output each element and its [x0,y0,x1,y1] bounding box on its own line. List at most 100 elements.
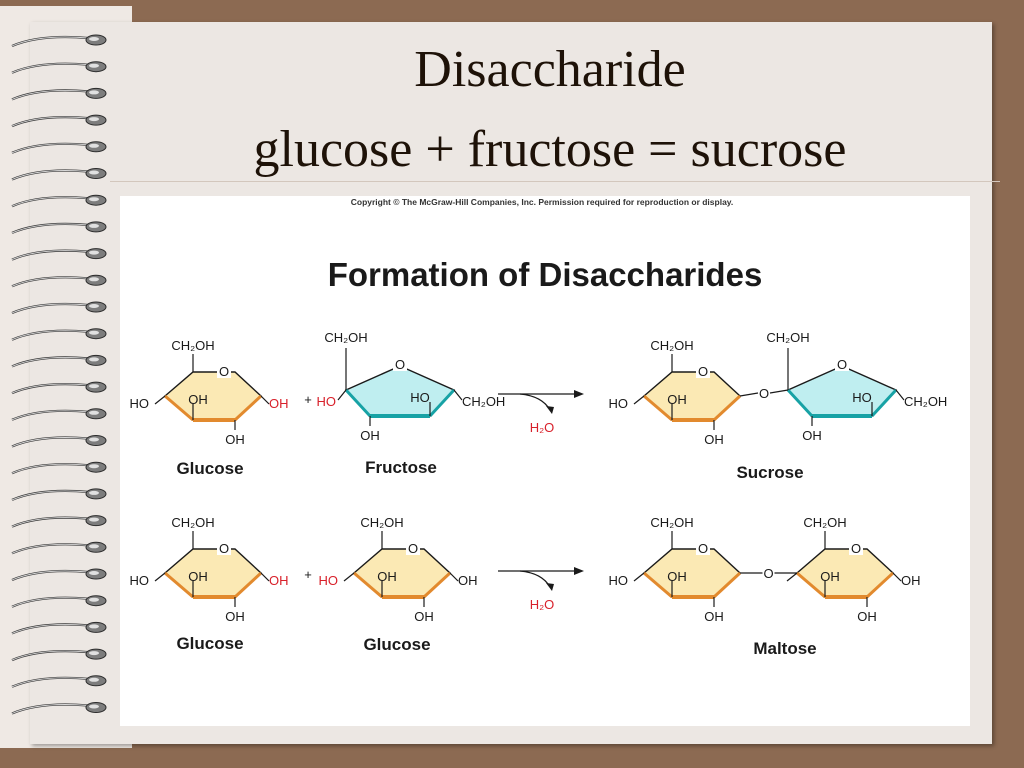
oh-label: OH [269,396,289,411]
ho-label: HO [130,396,150,411]
ho-label: HO [319,573,339,588]
oh-label: OH [225,609,245,624]
oh-label: OH [901,573,921,588]
binding-ring [11,114,107,128]
ch2oh-label: CH₂OH [766,330,809,345]
oh-label: OH [857,609,877,624]
binding-ring [11,595,107,608]
binding-ring [11,221,107,234]
glucose-ring: O CH₂OH OH HO OH OH [130,515,289,624]
binding-ring [11,381,107,395]
ch2oh-label: CH₂OH [171,338,214,353]
oh-label: OH [667,392,687,407]
plus-sign: + [304,392,312,407]
binding-ring [11,435,107,448]
oh-label: OH [802,428,822,443]
oh-label: OH [188,392,208,407]
title-divider [110,181,1000,182]
binding-ring [11,541,107,555]
binding-ring [11,141,107,154]
maltose-reaction: OCH₂OHOHHOOHOH+OCH₂OHOHOHOHHOH₂OOCH₂OHOH… [130,515,921,658]
water-label: H₂O [530,597,555,612]
reaction-arrow: H₂O [498,390,584,435]
binding-ring [11,248,107,261]
molecule-name-label: Maltose [753,639,816,658]
binding-ring [11,461,107,475]
binding-ring [11,568,107,582]
molecule-name-label: Glucose [363,635,430,654]
binding-ring [11,675,107,688]
glucose-ring: O CH₂OH OH HO OH [609,515,742,624]
binding-ring [11,61,107,74]
ho-label: HO [609,396,629,411]
binding-ring [11,328,107,341]
sucrose-reaction: O CH₂OH OH HO OH OH + O CH₂OH HO OH CH₂OH HO H₂O O CH₂O… [130,330,948,482]
ho-label: HO [130,573,150,588]
oh-label: OH [820,569,840,584]
glucose-ring: O CH₂OH OH OH OH [786,515,921,624]
oh-label: OH [458,573,478,588]
reaction-arrow: H₂O [498,567,584,612]
ho-label: HO [410,390,430,405]
spiral-binding [11,34,107,715]
binding-ring [11,702,107,715]
ring-oxygen-label: O [698,541,708,556]
oh-label: OH [704,432,724,447]
binding-ring [11,488,107,501]
binding-ring [11,301,107,315]
ho-label: HO [609,573,629,588]
molecule-name-label: Fructose [365,458,437,477]
slide-subtitle: glucose + fructose = sucrose [253,121,847,178]
binding-ring [11,408,107,421]
oh-label: OH [414,609,434,624]
plus-sign: + [304,567,312,582]
oh-label: OH [225,432,245,447]
glucose-ring: O CH₂OH OH HO OH [609,338,742,447]
oh-label: OH [360,428,380,443]
oh-label: OH [269,573,289,588]
molecule-name-label: Glucose [176,459,243,478]
ch2oh-label: CH₂OH [803,515,846,530]
ring-oxygen-label: O [395,357,405,372]
oh-label: OH [188,569,208,584]
ch2oh-label: CH₂OH [462,394,505,409]
reaction-diagram: Copyright © The McGraw-Hill Companies, I… [130,197,948,658]
ch2oh-label: CH₂OH [324,330,367,345]
disaccharide-figure: Copyright © The McGraw-Hill Companies, I… [120,196,970,726]
ring-oxygen-label: O [219,541,229,556]
binding-ring [11,354,107,368]
ring-oxygen-label: O [698,364,708,379]
ring-oxygen-label: O [851,541,861,556]
ring-oxygen-label: O [408,541,418,556]
water-label: H₂O [530,420,555,435]
ch2oh-label: CH₂OH [360,515,403,530]
ring-oxygen-label: O [219,364,229,379]
binding-ring [11,515,107,528]
oh-label: OH [667,569,687,584]
molecule-name-label: Glucose [176,634,243,653]
binding-ring [11,34,107,48]
copyright-notice: Copyright © The McGraw-Hill Companies, I… [351,197,734,207]
binding-ring [11,194,107,208]
glucose-ring: O CH₂OH OH HO OH OH [130,338,289,447]
ch2oh-label: CH₂OH [650,515,693,530]
bridge-oxygen-label: O [759,386,769,401]
ho-label: HO [852,390,872,405]
ch2oh-label: CH₂OH [650,338,693,353]
ch2oh-label: CH₂OH [171,515,214,530]
figure-heading: Formation of Disaccharides [328,256,763,293]
binding-ring [11,87,107,101]
binding-ring [11,274,107,288]
binding-ring [11,168,107,181]
binding-ring [11,621,107,635]
glycosidic-bond: O [739,386,789,401]
slide-title: Disaccharide [414,41,686,98]
molecule-name-label: Sucrose [736,463,803,482]
oh-label: OH [704,609,724,624]
ch2oh-label: CH₂OH [904,394,947,409]
binding-ring [11,648,107,662]
bridge-oxygen-label: O [763,566,773,581]
